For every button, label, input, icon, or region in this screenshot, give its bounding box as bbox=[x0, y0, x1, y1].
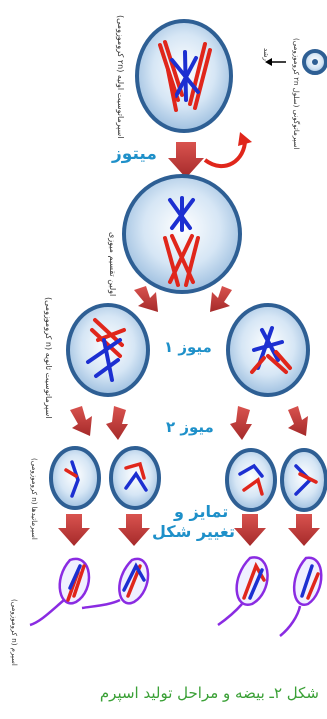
spermatid-1 bbox=[51, 448, 99, 508]
secondary-spermatocyte-left bbox=[68, 305, 148, 395]
label-spermatids: اسپرماتید‌ها (n کروموزومی) bbox=[30, 440, 38, 540]
label-first-meiotic-division: اولین تقسیم میوزی bbox=[108, 196, 117, 296]
sperm-4 bbox=[280, 558, 321, 636]
spermatid-3 bbox=[227, 450, 275, 510]
label-growth: رشد bbox=[262, 48, 270, 61]
primary-spermatocyte-cell bbox=[137, 21, 231, 131]
sperm-3 bbox=[218, 557, 268, 625]
secondary-spermatocyte-right bbox=[228, 305, 308, 395]
arrow-mitosis bbox=[168, 142, 204, 178]
stage-meiosis-2: میوز ۲ bbox=[166, 418, 214, 436]
sperm-1 bbox=[30, 559, 89, 625]
figure-caption: شکل ۲ـ بیضه و مراحل تولید اسپرم bbox=[100, 684, 319, 702]
spermatid-2 bbox=[111, 448, 159, 508]
spermatogonium-cell bbox=[304, 51, 326, 73]
stage-meiosis-1: میوز ۱ bbox=[164, 338, 212, 356]
stage-differentiation-2: تغییر شکل bbox=[152, 522, 235, 541]
meiosis-first-division-cell bbox=[124, 176, 240, 292]
label-secondary-spermatocyte: اسپرماتوسیت ثانویه (n کروموزومی) bbox=[44, 318, 53, 418]
sperm-2 bbox=[82, 559, 148, 608]
label-sperm: اسپرم (n کروموزومی) bbox=[10, 566, 18, 666]
spermatid-4 bbox=[282, 450, 326, 510]
stage-mitosis: میتوز bbox=[112, 144, 157, 164]
label-spermatogonium: اسپرماتوگونی (سلول ۲n کروموزومی) bbox=[292, 34, 300, 149]
stage-differentiation-1: تمایز و bbox=[174, 502, 228, 521]
label-primary-spermatocyte: اسپرماتوسیت اولیه (۲n کروموزومی) bbox=[116, 28, 125, 138]
